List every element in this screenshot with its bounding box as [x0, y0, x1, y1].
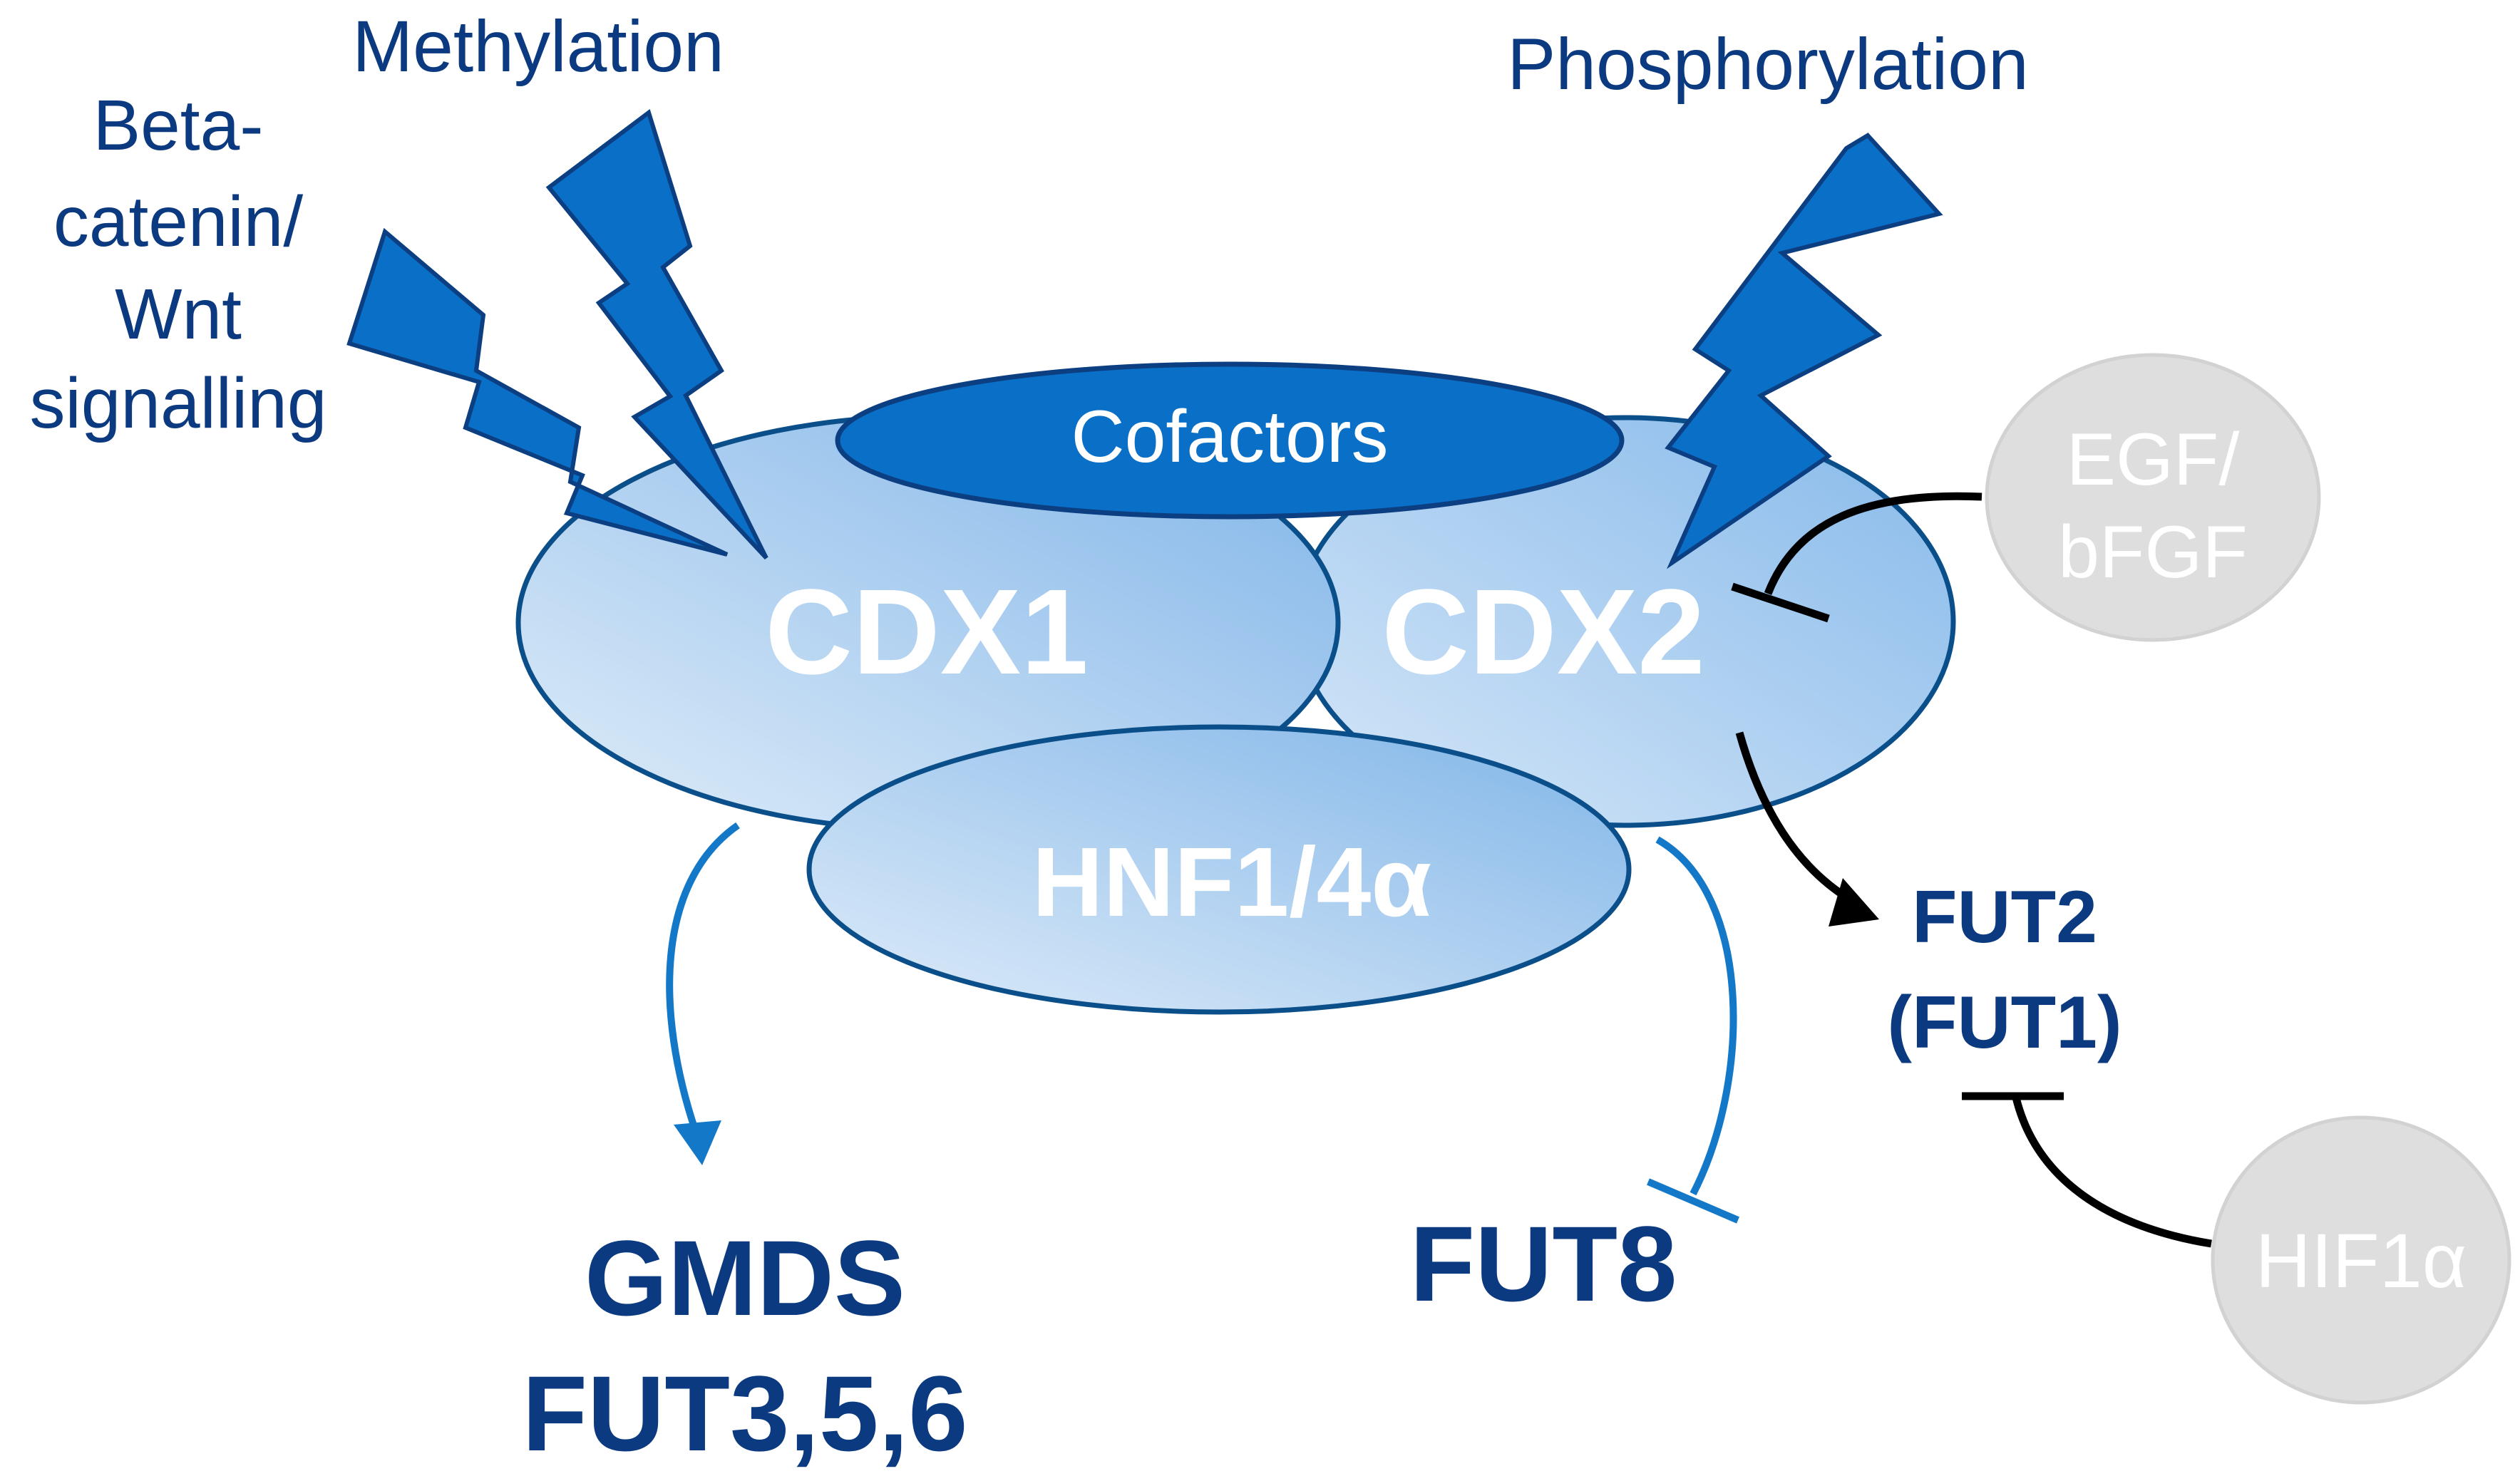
- beta-catenin-line: Beta-: [93, 86, 263, 165]
- egf-label: EGF/: [2067, 418, 2240, 501]
- fut2-label: FUT2: [1912, 876, 2097, 959]
- arrow-head-icon: [674, 1120, 721, 1165]
- fut8-label: FUT8: [1410, 1204, 1677, 1323]
- beta-catenin-label: Beta- catenin/ Wnt signalling: [30, 86, 327, 443]
- lightning-bolt-icon: [545, 109, 768, 560]
- cdx2-label: CDX2: [1382, 564, 1704, 700]
- t-bar-icon: [1647, 1178, 1739, 1224]
- beta-catenin-line: signalling: [30, 363, 327, 443]
- activation-arrow: [666, 822, 740, 1131]
- gmds-label: GMDS: [585, 1218, 905, 1338]
- arrow-head-icon: [1829, 878, 1879, 927]
- cofactors-label: Cofactors: [1071, 396, 1388, 478]
- fut356-label: FUT3,5,6: [522, 1353, 967, 1473]
- lightning-bolt-icon: [346, 227, 729, 557]
- activation-arrow: [1735, 731, 1856, 905]
- inhibition-line: [2012, 1096, 2212, 1248]
- cofactors-ellipse: [835, 361, 1625, 520]
- hif-label: HIF1α: [2256, 1217, 2467, 1304]
- hif-node: [2211, 1115, 2511, 1405]
- methylation-label: Methylation: [352, 6, 724, 87]
- hnf-label: HNF1/4α: [1032, 827, 1431, 937]
- cdx1-label: CDX1: [765, 564, 1088, 700]
- lightning-bolt-icon: [1665, 133, 1943, 569]
- t-bar-icon: [1731, 582, 1830, 623]
- inhibition-line: [1655, 836, 1737, 1196]
- hnf-ellipse: [806, 724, 1632, 1015]
- beta-catenin-line: Wnt: [115, 274, 242, 354]
- egf-label: bFGF: [2058, 511, 2248, 594]
- phosphorylation-label: Phosphorylation: [1507, 24, 2028, 105]
- beta-catenin-line: catenin/: [53, 182, 303, 262]
- fut1-label: (FUT1): [1887, 981, 2122, 1064]
- egf-node: [1985, 353, 2321, 642]
- inhibition-line: [1764, 492, 1982, 595]
